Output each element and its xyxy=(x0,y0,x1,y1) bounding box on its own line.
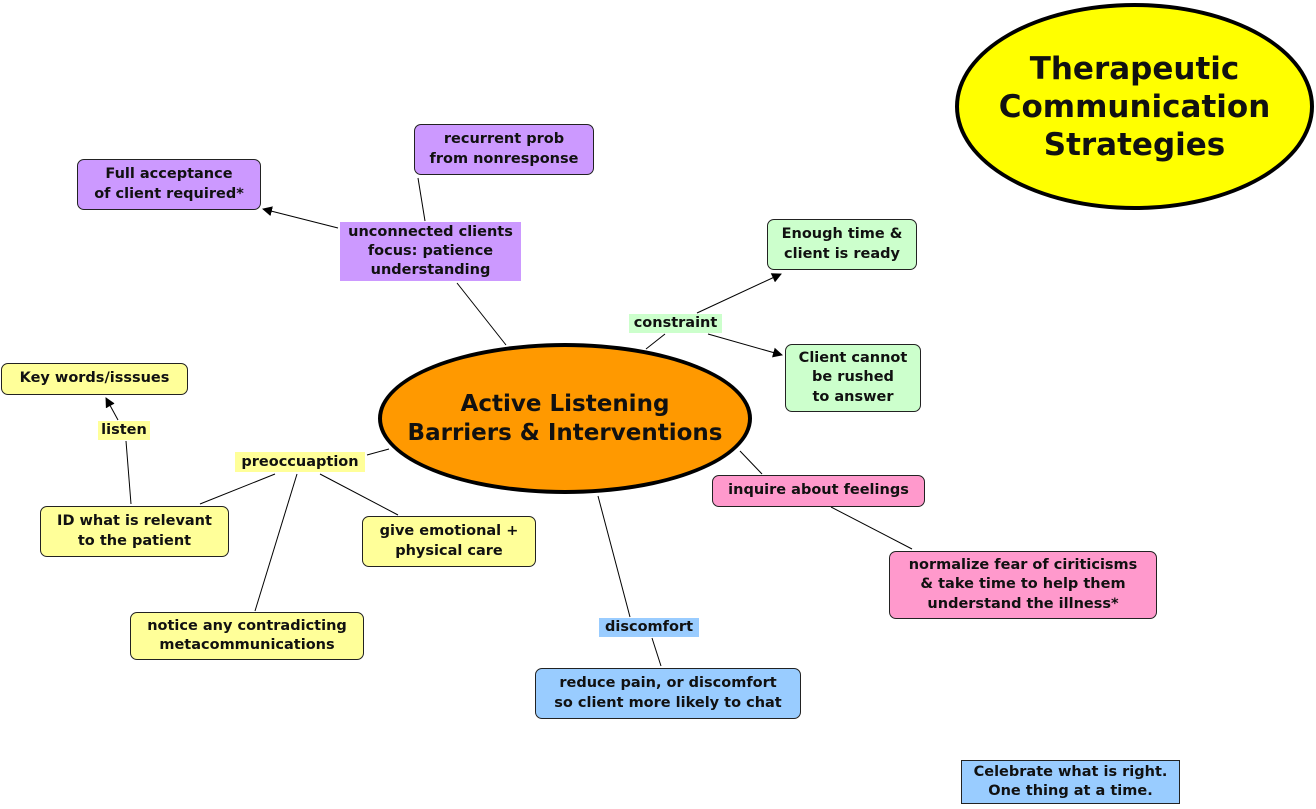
link-unconnected-center xyxy=(456,282,507,346)
link-preoccupation-contradicting xyxy=(254,473,298,612)
link-preoccupation-emotional xyxy=(319,473,399,516)
node-cannot-rush-text: Client cannot be rushed to answer xyxy=(798,349,908,405)
node-recurrent-prob-text: recurrent prob from nonresponse xyxy=(429,131,579,167)
title-ellipse: Therapeutic Communication Strategies xyxy=(955,3,1314,210)
link-preoccupation-id xyxy=(199,473,276,505)
arrow-constraint-enough-time xyxy=(696,273,782,314)
node-normalize-fear-text: normalize fear of ciriticisms & take tim… xyxy=(908,556,1138,612)
arrow-constraint-cannot-rush xyxy=(707,333,783,358)
link-label-preoccupation[interactable]: preoccuaption xyxy=(235,452,365,472)
arrow-listen-keywords xyxy=(105,397,119,421)
node-enough-time-text: Enough time & client is ready xyxy=(781,226,903,262)
link-label-listen[interactable]: listen xyxy=(98,421,150,440)
link-label-unconnected-text: unconnected clients focus: patience unde… xyxy=(348,224,513,278)
node-key-words-text: Key words/isssues xyxy=(19,370,170,387)
node-emotional-care[interactable]: give emotional + physical care xyxy=(362,516,536,567)
link-inquire-normalize xyxy=(830,506,913,550)
link-label-listen-text: listen xyxy=(101,422,147,438)
link-label-constraint-text: constraint xyxy=(633,315,718,331)
link-label-discomfort-text: discomfort xyxy=(605,619,693,635)
node-key-words[interactable]: Key words/isssues xyxy=(1,363,188,395)
link-center-discomfort xyxy=(597,495,631,618)
node-full-acceptance-text: Full acceptance of client required* xyxy=(94,166,244,202)
link-center-constraint xyxy=(645,333,666,350)
node-cannot-rush[interactable]: Client cannot be rushed to answer xyxy=(785,344,921,412)
link-center-preoccupation xyxy=(366,448,390,456)
node-contradicting-text: notice any contradicting metacommunicati… xyxy=(147,617,347,654)
node-id-relevant-text: ID what is relevant to the patient xyxy=(57,513,212,549)
node-id-relevant[interactable]: ID what is relevant to the patient xyxy=(40,506,229,557)
node-enough-time[interactable]: Enough time & client is ready xyxy=(767,219,917,270)
arrow-unconnected-full-acceptance xyxy=(262,206,339,229)
node-contradicting[interactable]: notice any contradicting metacommunicati… xyxy=(130,612,364,660)
node-full-acceptance[interactable]: Full acceptance of client required* xyxy=(77,159,261,210)
link-label-unconnected-clients[interactable]: unconnected clients focus: patience unde… xyxy=(340,222,521,281)
link-unconnected-recurrent xyxy=(417,177,426,222)
link-center-inquire xyxy=(739,450,763,475)
node-emotional-care-text: give emotional + physical care xyxy=(379,523,519,559)
link-id-listen xyxy=(125,440,132,505)
node-reduce-pain[interactable]: reduce pain, or discomfort so client mor… xyxy=(535,668,801,719)
node-reduce-pain-text: reduce pain, or discomfort so client mor… xyxy=(554,675,782,711)
node-normalize-fear[interactable]: normalize fear of ciriticisms & take tim… xyxy=(889,551,1157,619)
node-recurrent-prob[interactable]: recurrent prob from nonresponse xyxy=(414,124,594,175)
note-celebrate[interactable]: Celebrate what is right. One thing at a … xyxy=(961,760,1180,804)
node-inquire-feelings[interactable]: inquire about feelings xyxy=(712,475,925,507)
link-label-constraint[interactable]: constraint xyxy=(629,314,722,333)
node-inquire-feelings-text: inquire about feelings xyxy=(728,482,909,499)
link-label-preoccupation-text: preoccuaption xyxy=(241,453,359,470)
title-text: Therapeutic Communication Strategies xyxy=(998,50,1271,163)
link-label-discomfort[interactable]: discomfort xyxy=(599,618,699,637)
central-topic-ellipse[interactable]: Active Listening Barriers & Intervention… xyxy=(378,343,752,494)
note-celebrate-text: Celebrate what is right. One thing at a … xyxy=(973,763,1168,800)
central-topic-text: Active Listening Barriers & Intervention… xyxy=(407,390,723,446)
link-discomfort-reduce xyxy=(651,637,662,667)
